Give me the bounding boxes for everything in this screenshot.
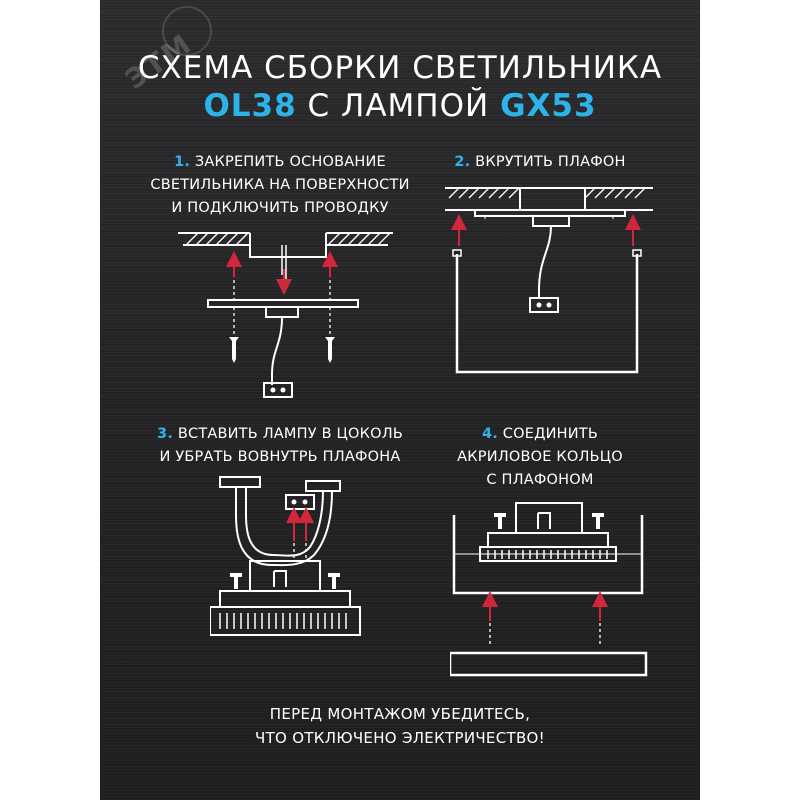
step-3-diagram bbox=[210, 476, 361, 636]
step-4-text-3: С ПЛАФОНОМ bbox=[486, 472, 594, 488]
step-4-diagram bbox=[450, 502, 648, 677]
step-1-text-2: СВЕТИЛЬНИКА НА ПОВЕРХНОСТИ bbox=[150, 177, 410, 193]
terminal-block bbox=[263, 382, 293, 398]
step-1-line-1: 1. ЗАКРЕПИТЬ ОСНОВАНИЕ bbox=[140, 151, 420, 174]
lamp-type: GX53 bbox=[500, 88, 597, 124]
step-4-text-1: СОЕДИНИТЬ bbox=[502, 426, 599, 442]
safety-warning: ПЕРЕД МОНТАЖОМ УБЕДИТЕСЬ, ЧТО ОТКЛЮЧЕНО … bbox=[100, 702, 700, 750]
step-4-caption: 4. СОЕДИНИТЬ АКРИЛОВОЕ КОЛЬЦО С ПЛАФОНОМ bbox=[430, 423, 650, 492]
step-3-caption: 3. ВСТАВИТЬ ЛАМПУ В ЦОКОЛЬ И УБРАТЬ ВОВН… bbox=[140, 423, 420, 469]
terminal-block-2 bbox=[529, 297, 559, 313]
step-2-line-1: 2. ВКРУТИТЬ ПЛАФОН bbox=[430, 151, 650, 174]
ceiling-left bbox=[183, 232, 388, 246]
instruction-card: ЭТМ СХЕМА СБОРКИ СВЕТИЛЬНИКА OL38 С ЛАМП… bbox=[100, 0, 700, 800]
step-2-number: 2. bbox=[454, 154, 471, 170]
step-1-number: 1. bbox=[174, 154, 191, 170]
model-name: OL38 bbox=[203, 88, 297, 124]
title-connector: С ЛАМПОЙ bbox=[296, 88, 501, 124]
page-title-line1: СХЕМА СБОРКИ СВЕТИЛЬНИКА bbox=[137, 50, 663, 86]
screw-right bbox=[325, 337, 335, 363]
step-4-line-1: 4. СОЕДИНИТЬ bbox=[430, 423, 650, 446]
page-title-line2: OL38 С ЛАМПОЙ GX53 bbox=[100, 88, 700, 124]
terminal-block-3 bbox=[285, 494, 315, 510]
warning-line-2: ЧТО ОТКЛЮЧЕНО ЭЛЕКТРИЧЕСТВО! bbox=[255, 729, 545, 747]
brand-logo-globe bbox=[162, 6, 212, 56]
step-2-diagram bbox=[445, 187, 653, 374]
screw-left bbox=[229, 337, 239, 363]
step-1-diagram bbox=[178, 232, 393, 398]
step-3-text-1: ВСТАВИТЬ ЛАМПУ В ЦОКОЛЬ bbox=[177, 426, 403, 442]
step-3-number: 3. bbox=[157, 426, 174, 442]
warning-line-1: ПЕРЕД МОНТАЖОМ УБЕДИТЕСЬ, bbox=[269, 705, 531, 723]
step-1-text-3: И ПОДКЛЮЧИТЬ ПРОВОДКУ bbox=[171, 200, 389, 216]
lamp-shade bbox=[455, 254, 639, 374]
step-3-text-2: И УБРАТЬ ВОВНУТРЬ ПЛАФОНА bbox=[159, 449, 401, 465]
base-plate bbox=[207, 299, 359, 308]
lamp-gx53 bbox=[210, 560, 361, 636]
socket-block bbox=[305, 480, 341, 492]
step-1-text-1: ЗАКРЕПИТЬ ОСНОВАНИЕ bbox=[194, 154, 386, 170]
base-stub bbox=[219, 476, 261, 488]
acrylic-ring bbox=[450, 651, 648, 677]
step-2-text-1: ВКРУТИТЬ ПЛАФОН bbox=[475, 154, 626, 170]
lamp-gx53-4 bbox=[479, 502, 617, 562]
step-4-text-2: АКРИЛОВОЕ КОЛЬЦО bbox=[457, 449, 623, 465]
step-4-number: 4. bbox=[481, 426, 498, 442]
step-1-caption: 1. ЗАКРЕПИТЬ ОСНОВАНИЕ СВЕТИЛЬНИКА НА ПО… bbox=[140, 151, 420, 220]
step-3-line-1: 3. ВСТАВИТЬ ЛАМПУ В ЦОКОЛЬ bbox=[140, 423, 420, 446]
step-2-caption: 2. ВКРУТИТЬ ПЛАФОН bbox=[430, 151, 650, 174]
